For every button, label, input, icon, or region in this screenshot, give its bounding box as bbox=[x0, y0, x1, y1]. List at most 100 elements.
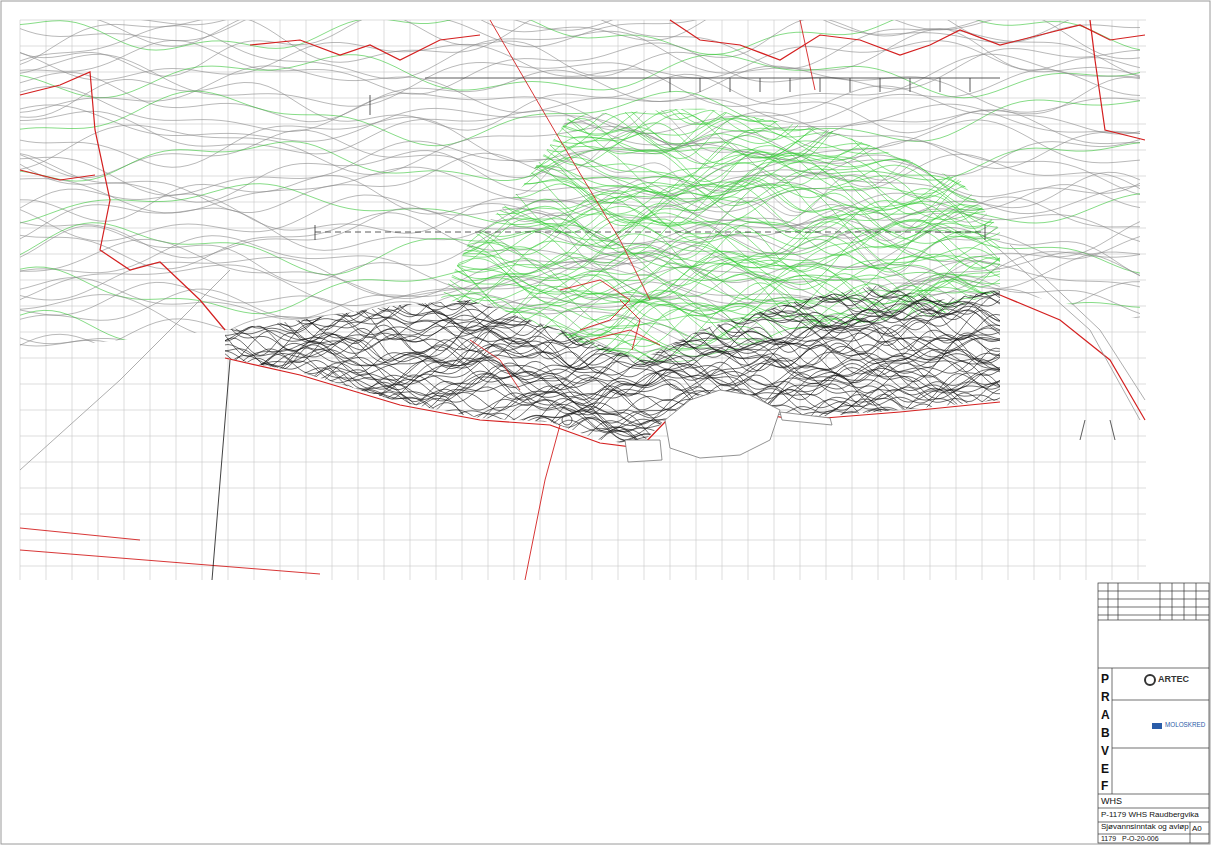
grid-line bbox=[20, 72, 1146, 73]
contour-line bbox=[430, 298, 1010, 350]
contour-line bbox=[220, 431, 1004, 469]
contour-line bbox=[430, 119, 1010, 181]
contour-line bbox=[20, 120, 1140, 175]
grid-line bbox=[592, 20, 593, 580]
contour-line bbox=[220, 294, 1004, 330]
grid-line bbox=[20, 566, 1146, 567]
grid-line bbox=[1086, 20, 1087, 580]
tunnel-line bbox=[425, 78, 1000, 79]
boundary-line bbox=[800, 20, 815, 90]
contour-line bbox=[430, 95, 1010, 159]
contour-line bbox=[430, 75, 1010, 133]
grid-line bbox=[1138, 20, 1139, 580]
company-name: ARTEC bbox=[1158, 675, 1189, 685]
quay bbox=[625, 440, 662, 462]
contour-line bbox=[220, 399, 1004, 441]
property-lines bbox=[20, 20, 1145, 580]
contour-line bbox=[220, 278, 1004, 310]
grid-line bbox=[696, 20, 697, 580]
contour-line bbox=[430, 93, 1010, 152]
revision-letter: B bbox=[1101, 727, 1110, 740]
contour-line bbox=[220, 345, 1004, 377]
shoreline bbox=[225, 358, 1000, 448]
grid-line bbox=[514, 20, 515, 580]
drawing-number: P-O-20-006 bbox=[1122, 835, 1159, 843]
contour-line bbox=[20, 40, 1140, 94]
contour-line bbox=[220, 418, 1004, 459]
contour-line bbox=[220, 427, 1004, 465]
contour-line bbox=[430, 150, 1010, 219]
contour-line bbox=[430, 125, 1010, 164]
contour-line bbox=[430, 152, 1010, 215]
grid-line bbox=[1034, 20, 1035, 580]
contour-line bbox=[430, 113, 1010, 169]
contour-line bbox=[430, 178, 1010, 239]
contour-line bbox=[220, 412, 1004, 439]
contour-line bbox=[20, 9, 1140, 54]
title-block bbox=[1098, 583, 1209, 843]
grid-line bbox=[1008, 20, 1009, 580]
contour-line bbox=[430, 284, 1010, 344]
grid-line bbox=[384, 20, 385, 580]
contour-line bbox=[220, 418, 1004, 455]
grid-line bbox=[410, 20, 411, 580]
diagonal-line bbox=[1010, 245, 1145, 400]
grid-line bbox=[124, 20, 125, 580]
contour-line bbox=[220, 268, 1004, 297]
pipe-line bbox=[212, 360, 230, 580]
contour-line bbox=[430, 170, 1010, 233]
contour-line bbox=[20, 130, 1140, 178]
section-marks bbox=[315, 95, 1115, 440]
contour-line bbox=[430, 142, 1010, 198]
contour-line bbox=[220, 280, 1004, 312]
client-name: WHS bbox=[1101, 797, 1122, 807]
grid-line bbox=[20, 46, 1146, 47]
title-rows bbox=[1098, 668, 1209, 843]
coordinate-grid bbox=[20, 20, 1146, 580]
grid-line bbox=[358, 20, 359, 580]
grid-line bbox=[98, 20, 99, 580]
grid-line bbox=[20, 254, 1146, 255]
project-number: 1179 bbox=[1101, 835, 1116, 843]
contour-line bbox=[20, 334, 1140, 389]
contour-line bbox=[220, 389, 1004, 428]
grid-line bbox=[72, 20, 73, 580]
drawing-title: Sjøvannsinntak og avløp bbox=[1101, 823, 1189, 832]
grid-line bbox=[20, 462, 1146, 463]
boundary-line bbox=[1000, 295, 1145, 420]
grid-line bbox=[748, 20, 749, 580]
revision-letter: A bbox=[1101, 709, 1110, 722]
grid-line bbox=[20, 20, 21, 580]
boundary-line bbox=[1095, 60, 1145, 140]
boundary-line bbox=[20, 72, 225, 330]
contour-line bbox=[430, 100, 1010, 168]
contour-line bbox=[430, 153, 1010, 200]
terrain-contours bbox=[20, 0, 1140, 390]
contour-line bbox=[20, 10, 1140, 69]
contour-line bbox=[20, 2, 1140, 46]
contour-line bbox=[20, 66, 1140, 113]
title-block-frame bbox=[1098, 583, 1209, 843]
harbour-fill bbox=[665, 390, 780, 458]
grid-line bbox=[982, 20, 983, 580]
diagonal-line bbox=[20, 270, 230, 470]
grid-line bbox=[228, 20, 229, 580]
company-logo bbox=[1152, 723, 1162, 729]
contour-line bbox=[430, 128, 1010, 191]
grid-line bbox=[878, 20, 879, 580]
boundary-line bbox=[490, 20, 650, 300]
section-symbol bbox=[562, 415, 572, 425]
contour-line bbox=[20, 153, 1140, 212]
contour-line bbox=[220, 274, 1004, 310]
contour-line bbox=[220, 326, 1004, 353]
grid-line bbox=[20, 540, 1146, 541]
contour-line bbox=[220, 387, 1004, 416]
contour-line bbox=[430, 78, 1010, 140]
grid-line bbox=[1112, 20, 1113, 580]
contour-line bbox=[430, 112, 1010, 165]
company-name: MOLOSKRED bbox=[1165, 722, 1205, 729]
contour-line bbox=[220, 427, 1004, 469]
contour-line bbox=[20, 142, 1140, 182]
grid-line bbox=[436, 20, 437, 580]
boundary-line bbox=[20, 550, 320, 574]
